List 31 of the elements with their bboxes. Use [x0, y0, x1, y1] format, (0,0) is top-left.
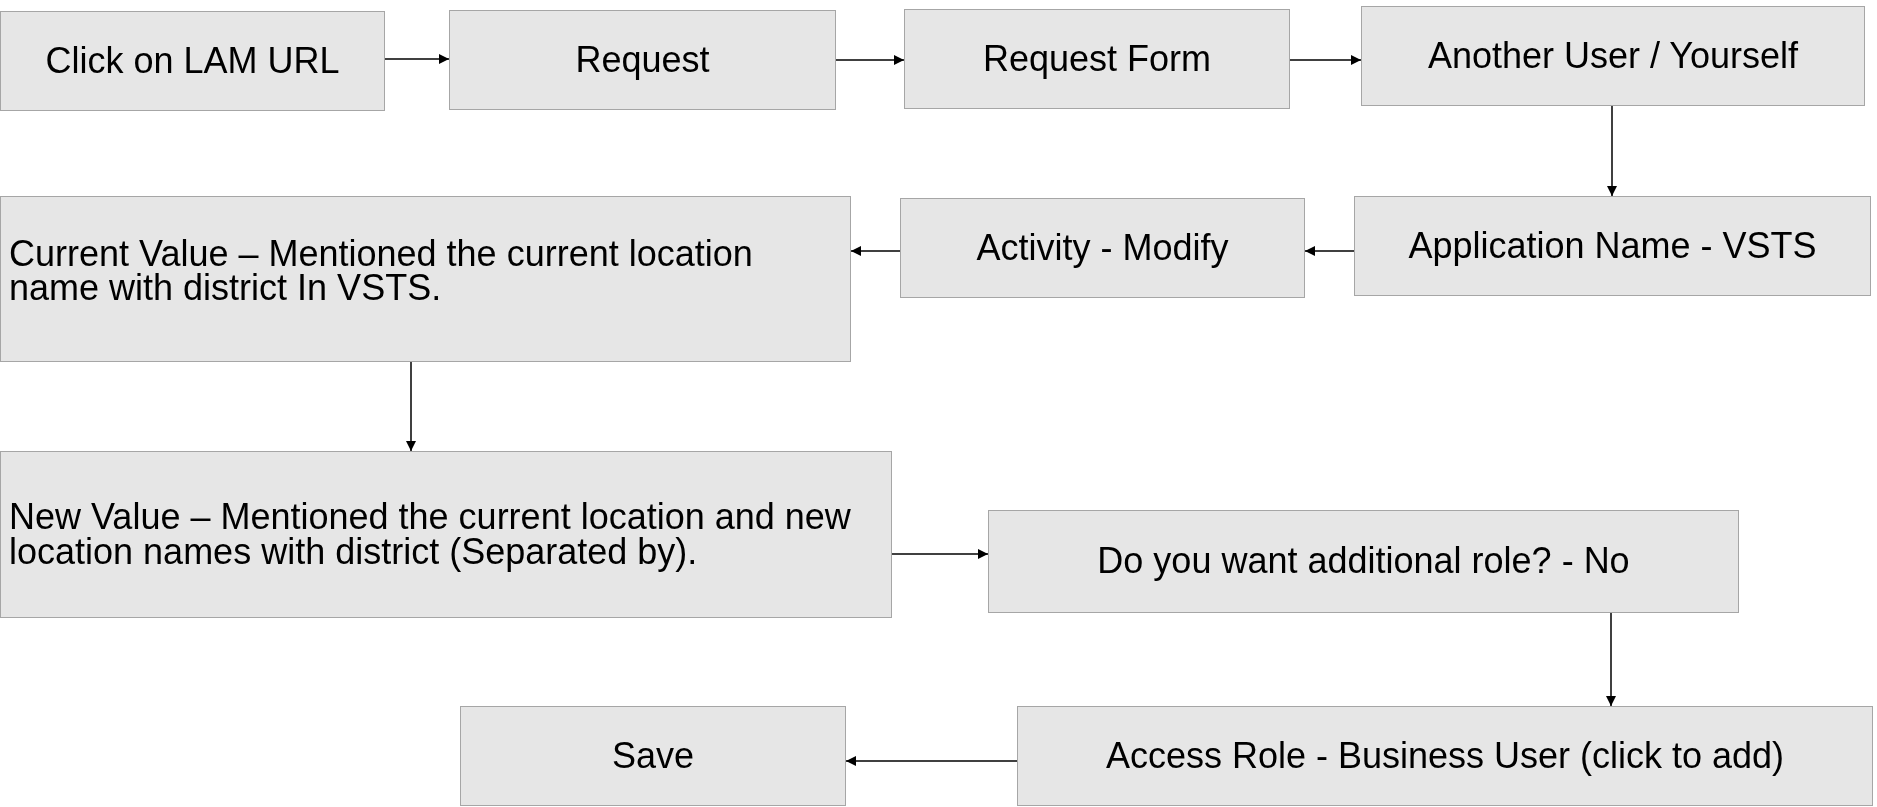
process-box	[449, 10, 836, 110]
arrow	[1289, 55, 1362, 65]
process-box	[460, 706, 846, 806]
process-box	[0, 451, 892, 618]
arrow	[1606, 612, 1616, 707]
box-label: Request	[575, 42, 710, 78]
arrow	[1304, 246, 1355, 256]
process-box	[1354, 196, 1871, 296]
process-box	[900, 198, 1305, 298]
box-label: Current Value – Mentioned the current location name with district In VSTS.	[9, 237, 754, 306]
box-label: Request Form	[982, 41, 1212, 77]
process-box	[1017, 706, 1873, 806]
box-label: Access Role - Business User (click to add)	[1105, 738, 1785, 774]
process-box	[0, 11, 385, 111]
arrow	[891, 549, 989, 559]
arrow	[406, 361, 416, 452]
box-label: Activity - Modify	[976, 230, 1229, 266]
process-box	[1361, 6, 1865, 106]
arrow	[1607, 105, 1617, 197]
arrow	[835, 55, 905, 65]
process-box	[904, 9, 1290, 109]
box-label: Application Name - VSTS	[1408, 228, 1817, 264]
arrow	[850, 246, 901, 256]
arrow	[384, 54, 450, 64]
arrow	[845, 756, 1018, 766]
box-label: Save	[611, 738, 695, 774]
box-label: Another User / Yourself	[1427, 38, 1799, 74]
process-box	[0, 196, 851, 362]
box-label: Click on LAM URL	[45, 43, 340, 79]
box-label: Do you want additional role? - No	[1097, 544, 1630, 579]
process-box	[988, 510, 1739, 613]
